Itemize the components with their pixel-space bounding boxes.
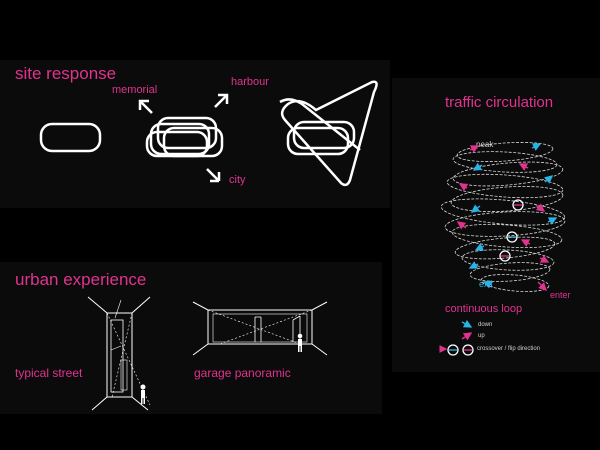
- traffic-circulation-panel: [392, 78, 600, 372]
- arrow-icon: [206, 168, 221, 183]
- traffic-circulation-title: traffic circulation: [445, 94, 554, 111]
- garage-panoramic-perspective: [192, 301, 328, 356]
- city-label: city: [229, 174, 246, 186]
- typical-street-perspective: [87, 296, 151, 411]
- urban-experience-title: urban experience: [15, 270, 147, 289]
- legend-crossover-icon: [439, 344, 474, 356]
- person-icon: [297, 333, 303, 352]
- site-response-panel: [0, 60, 390, 208]
- typical-street-label: typical street: [15, 366, 83, 380]
- spiral-direction-arrows: [456, 143, 558, 291]
- arrow-icon: [138, 99, 153, 114]
- continuous-loop-label: continuous loop: [445, 303, 523, 315]
- legend-down-icon: [461, 319, 473, 328]
- enter-label: enter: [550, 290, 571, 300]
- urban-experience-panel: [0, 262, 382, 414]
- peak-label: peak: [476, 140, 494, 149]
- legend-up-label: up: [478, 333, 485, 339]
- site-single-loop: [39, 122, 102, 153]
- site-stacked-loops: [145, 116, 224, 158]
- legend-up-icon: [461, 332, 473, 341]
- continuous-loop-spiral: [440, 142, 566, 292]
- legend-crossover-label: crossover / flip direction: [477, 346, 541, 352]
- arrow-icon: [214, 93, 229, 108]
- person-icon: [140, 384, 146, 404]
- site-response-title: site response: [15, 64, 117, 83]
- garage-panoramic-label: garage panoramic: [194, 366, 291, 380]
- memorial-label: memorial: [112, 84, 158, 96]
- legend-down-label: down: [478, 322, 493, 328]
- harbour-label: harbour: [231, 76, 269, 88]
- site-combined-form: [279, 80, 378, 187]
- crossover-icon: [499, 199, 524, 262]
